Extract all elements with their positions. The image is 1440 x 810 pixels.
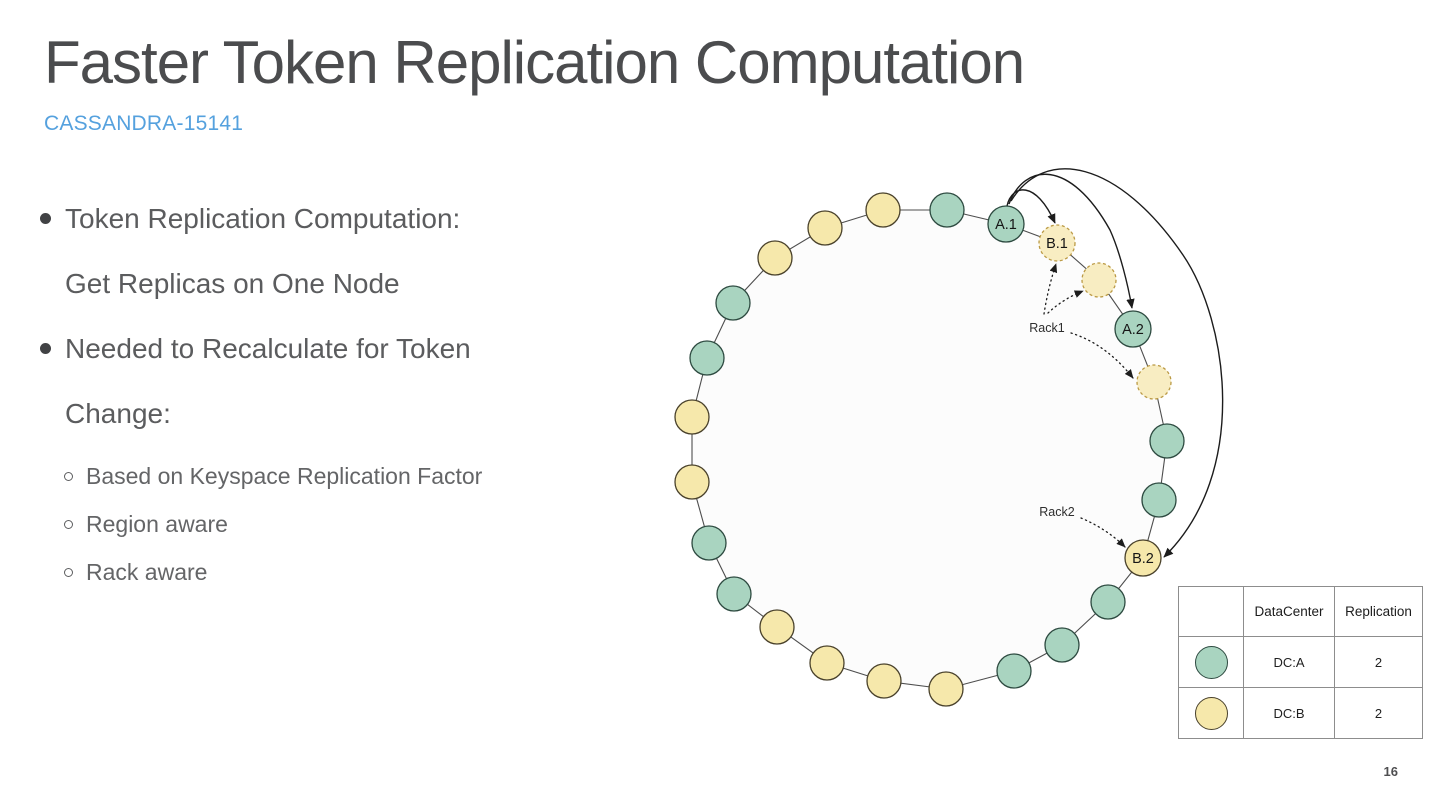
ring-node-dc-a bbox=[1149, 423, 1185, 459]
bullet-item: Based on Keyspace Replication Factor bbox=[64, 452, 660, 500]
arrow-a1-to-b2 bbox=[1010, 168, 1224, 558]
cassandra-ticket-link[interactable]: CASSANDRA-15141 bbox=[44, 112, 244, 135]
ring-node-dc-b bbox=[865, 192, 901, 228]
page-number: 16 bbox=[1383, 764, 1398, 779]
ring-node-dc-a bbox=[1044, 627, 1080, 663]
bullet-dot-icon bbox=[40, 343, 51, 354]
arrow-a1-to-a2 bbox=[1008, 173, 1135, 309]
bullet-circle-icon bbox=[64, 568, 73, 577]
ring-node-b.1 bbox=[1038, 224, 1076, 262]
legend-cell-dc-a: DC:A bbox=[1243, 636, 1334, 687]
ring-node-dc-a bbox=[996, 653, 1032, 689]
arrow-a1-to-b1 bbox=[1006, 189, 1056, 224]
ring-node-dc-a bbox=[929, 192, 965, 228]
bullet-circle-icon bbox=[64, 520, 73, 529]
bullet-text: Based on Keyspace Replication Factor bbox=[86, 463, 483, 489]
ring-node-dc-a bbox=[715, 285, 751, 321]
rack-label: Rack1 bbox=[1029, 321, 1064, 335]
legend-table: DataCenter Replication DC:A 2 DC:B 2 bbox=[1178, 586, 1423, 739]
legend-header-datacenter: DataCenter bbox=[1243, 587, 1334, 636]
dc-b-node-icon bbox=[1194, 696, 1228, 730]
bullet-list: Token Replication Computation:Get Replic… bbox=[40, 186, 660, 596]
ring-node-label: A.1 bbox=[995, 217, 1017, 233]
ring-node-dc-b bbox=[757, 240, 793, 276]
ring-node-dc-b bbox=[674, 464, 710, 500]
legend-cell-replication-dc-b: 2 bbox=[1334, 687, 1422, 738]
ring-node-label: A.2 bbox=[1122, 322, 1144, 338]
legend-cell-replication-dc-a: 2 bbox=[1334, 636, 1422, 687]
ring-node-dc-a bbox=[689, 340, 725, 376]
bullet-item: Rack aware bbox=[64, 548, 660, 596]
bullet-item: Region aware bbox=[64, 500, 660, 548]
rack-label: Rack2 bbox=[1039, 505, 1074, 519]
dotted-rack2-to-b2 bbox=[1080, 517, 1126, 548]
ring-node-dc-a bbox=[716, 576, 752, 612]
ring-node-dc-b bbox=[1136, 364, 1172, 400]
legend-header-replication: Replication bbox=[1334, 587, 1422, 636]
ring-node-b.2 bbox=[1124, 539, 1162, 577]
legend-header-swatch bbox=[1179, 587, 1243, 636]
ring-node-dc-b bbox=[809, 645, 845, 681]
page-title: Faster Token Replication Computation bbox=[44, 29, 1025, 96]
ring-node-dc-a bbox=[691, 525, 727, 561]
ring-node-dc-b bbox=[807, 210, 843, 246]
ring-node-dc-b bbox=[866, 663, 902, 699]
bullet-item: Token Replication Computation:Get Replic… bbox=[40, 186, 660, 316]
legend-cell-swatch-dc-a bbox=[1179, 636, 1243, 687]
ring-node-dc-b bbox=[674, 399, 710, 435]
bullet-dot-icon bbox=[40, 213, 51, 224]
ring-node-dc-b bbox=[1081, 262, 1117, 298]
dotted-rack1-to-b1 bbox=[1043, 263, 1058, 315]
dc-a-node-icon bbox=[1194, 645, 1228, 679]
bullet-text: Token Replication Computation:Get Replic… bbox=[65, 203, 461, 299]
bullet-text: Rack aware bbox=[86, 559, 208, 585]
legend-cell-dc-b: DC:B bbox=[1243, 687, 1334, 738]
ring-node-dc-a bbox=[1090, 584, 1126, 620]
ring-node-label: B.2 bbox=[1132, 551, 1154, 567]
legend-cell-swatch-dc-b bbox=[1179, 687, 1243, 738]
ring-node-a.2 bbox=[1114, 310, 1152, 348]
ring-node-label: B.1 bbox=[1046, 236, 1068, 252]
ring-node-dc-b bbox=[928, 671, 964, 707]
ring-node-dc-a bbox=[1141, 482, 1177, 518]
dotted-rack1-to-node3 bbox=[1047, 290, 1084, 314]
ring-node-dc-b bbox=[759, 609, 795, 645]
bullet-text: Region aware bbox=[86, 511, 228, 537]
bullet-circle-icon bbox=[64, 472, 73, 481]
ring-node-a.1 bbox=[987, 205, 1025, 243]
